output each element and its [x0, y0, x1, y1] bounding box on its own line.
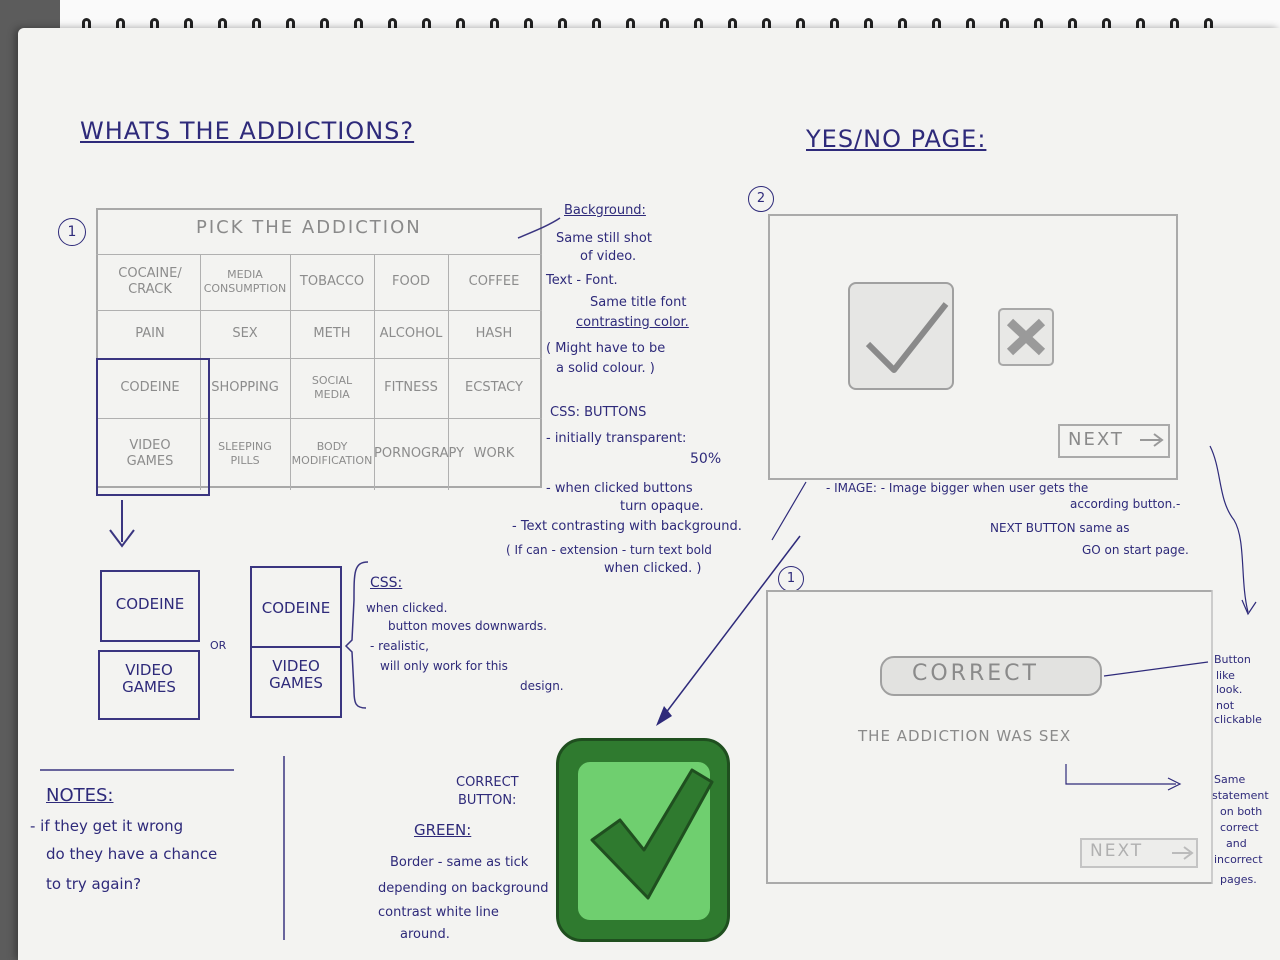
- pencil-checkmark-icon: [868, 304, 946, 370]
- css-brace: [346, 562, 368, 708]
- image-note-arrow: [772, 482, 806, 540]
- background-pointer-arrow: [518, 218, 560, 238]
- statement-note-arrow: [1066, 764, 1176, 784]
- button-note-arrow: [1104, 662, 1208, 676]
- next-note-bracket: [1210, 446, 1248, 612]
- green-checkmark-icon: [592, 770, 712, 898]
- next-note-arrow-head-icon: [1242, 600, 1256, 614]
- pointer-to-green-check: [662, 536, 800, 718]
